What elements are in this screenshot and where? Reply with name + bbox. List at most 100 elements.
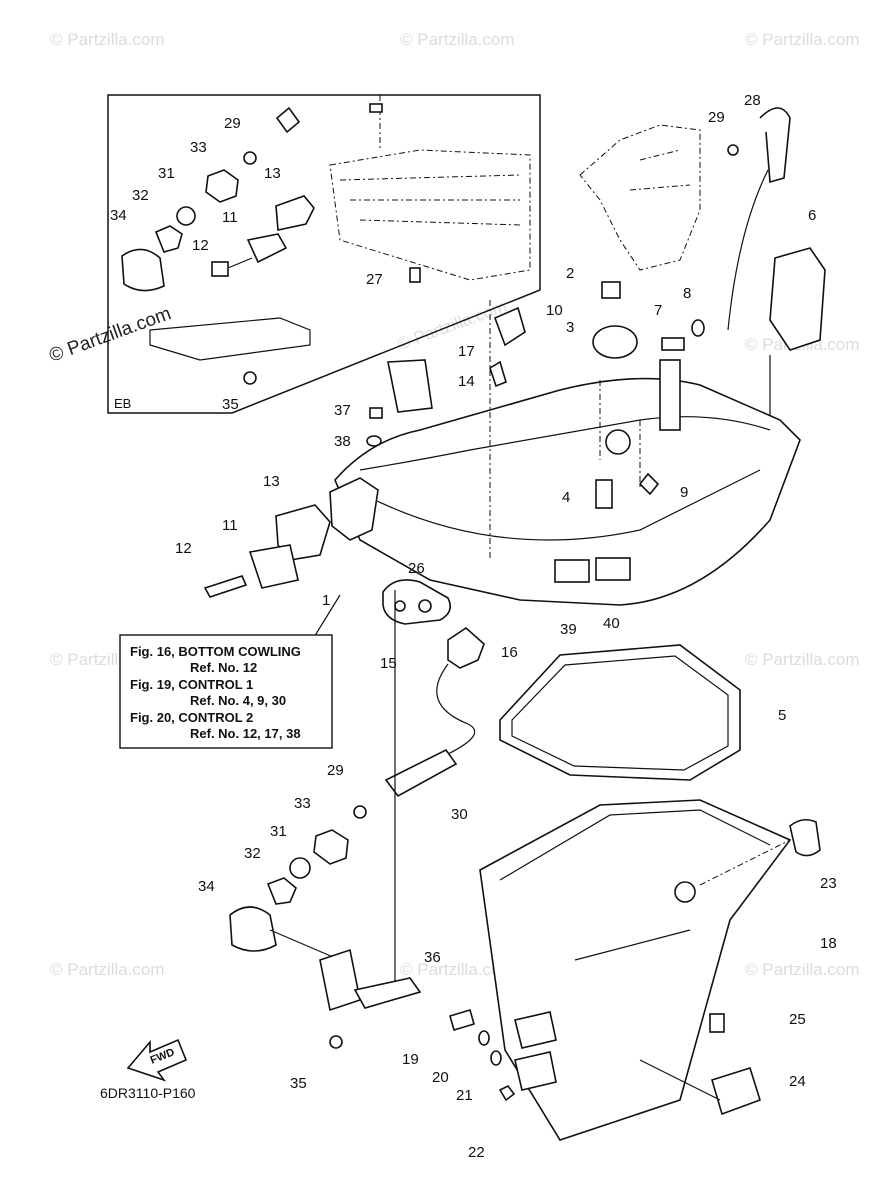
callout-25: 25 — [789, 1011, 806, 1028]
inset-eb: EB 29 33 13 31 32 34 11 12 27 35 — [107, 94, 541, 414]
bracket-icon — [329, 477, 379, 541]
clip-icon — [353, 805, 367, 819]
callout-33: 33 — [190, 139, 207, 156]
left-parts-middle: 13 11 12 1 — [175, 473, 341, 661]
callout-23: 23 — [820, 875, 837, 892]
callout-31: 31 — [158, 165, 175, 182]
callout-2: 2 — [566, 265, 574, 282]
callout-29: 29 — [224, 115, 241, 132]
label-icon — [554, 559, 590, 583]
bracket-icon — [319, 948, 361, 1012]
bushing-icon — [121, 248, 165, 292]
callout-35: 35 — [222, 396, 239, 413]
post-icon — [659, 359, 681, 431]
callout-32: 32 — [132, 187, 149, 204]
callout-12: 12 — [192, 237, 209, 254]
inset-bracket-sketch — [149, 317, 311, 361]
callout-8: 8 — [683, 285, 691, 302]
lock-nut-icon — [313, 829, 349, 865]
grommet-icon — [493, 306, 526, 347]
diagram-code: 6DR3110-P160 — [100, 1085, 196, 1101]
grommet-icon — [638, 472, 660, 496]
grommet-icon — [409, 267, 421, 283]
callout-11: 11 — [222, 209, 238, 226]
washer-icon — [289, 857, 311, 879]
callout-7: 7 — [654, 302, 662, 319]
bushing-icon — [229, 906, 277, 952]
callout-9: 9 — [680, 484, 688, 501]
plate-icon — [248, 544, 299, 589]
note-line: Ref. No. 12 — [190, 660, 257, 675]
hole-icon — [418, 599, 432, 613]
callout-39: 39 — [560, 621, 577, 638]
plate-icon — [246, 233, 288, 264]
callout-11: 11 — [222, 517, 238, 534]
callout-33: 33 — [294, 795, 311, 812]
callout-28: 28 — [744, 92, 761, 109]
bracket-icon — [275, 195, 315, 231]
washer-icon — [691, 319, 705, 337]
callout-21: 21 — [456, 1087, 473, 1104]
callout-3: 3 — [566, 319, 574, 336]
watermark-text: © Partzilla.com — [50, 30, 165, 49]
washer-icon — [478, 1030, 490, 1046]
callout-13: 13 — [263, 473, 280, 490]
callout-30: 30 — [451, 806, 468, 823]
plate-icon — [266, 877, 297, 905]
note-line: Fig. 20, CONTROL 2 — [130, 710, 253, 725]
callout-5: 5 — [778, 707, 786, 724]
callout-40: 40 — [603, 615, 620, 632]
grommet-icon — [789, 818, 821, 857]
lock-nut-icon — [205, 169, 239, 203]
callout-20: 20 — [432, 1069, 449, 1086]
callout-4: 4 — [562, 489, 570, 506]
nut-icon — [498, 1084, 516, 1102]
callout-34: 34 — [110, 207, 127, 224]
stud-icon — [595, 479, 613, 509]
callout-22: 22 — [468, 1144, 485, 1161]
callout-17: 17 — [458, 343, 475, 360]
hole-icon — [394, 600, 406, 612]
note-line: Ref. No. 4, 9, 30 — [190, 693, 286, 708]
bolt-icon — [203, 575, 248, 598]
callout-29: 29 — [708, 109, 725, 126]
gasket: 5 — [499, 644, 786, 781]
callout-10: 10 — [546, 302, 563, 319]
bottom-cowling: 2 3 4 6 7 8 9 10 17 14 37 38 26 39 40 — [329, 207, 816, 638]
screw-icon — [243, 371, 257, 385]
watermark-text: © Partzilla.com — [400, 30, 515, 49]
grommet-icon — [447, 626, 485, 669]
lower-cover: 18 23 25 24 — [479, 799, 837, 1141]
control-parts: 15 16 30 — [380, 579, 518, 1000]
fwd-arrow: FWD — [126, 1038, 188, 1082]
callout-26: 26 — [408, 560, 425, 577]
washer-icon — [366, 435, 382, 447]
watermark-text: © Partzilla.com — [745, 30, 860, 49]
engine-sketch: 29 28 — [579, 92, 791, 331]
callout-31: 31 — [270, 823, 287, 840]
nut-icon — [211, 261, 229, 277]
clip-icon — [514, 1011, 557, 1049]
callout-1: 1 — [322, 592, 330, 609]
clip-icon — [514, 1051, 557, 1091]
left-parts-lower: 29 33 31 32 34 36 35 — [198, 762, 441, 1092]
callout-35: 35 — [290, 1075, 307, 1092]
callout-27: 27 — [366, 271, 383, 288]
watermark-text: © Partzilla.com — [745, 650, 860, 669]
gasket-outer — [499, 644, 741, 781]
note-line: Fig. 19, CONTROL 1 — [130, 677, 253, 692]
callout-14: 14 — [458, 373, 475, 390]
bracket-icon — [387, 359, 433, 413]
callout-15: 15 — [380, 655, 397, 672]
note-line: Fig. 16, BOTTOM COWLING — [130, 644, 301, 659]
callout-32: 32 — [244, 845, 261, 862]
fwd-arrow-icon — [126, 1038, 188, 1082]
callout-12: 12 — [175, 540, 192, 557]
bolt-icon — [661, 337, 685, 351]
grommet-plate-icon — [382, 579, 451, 625]
callout-29: 29 — [327, 762, 344, 779]
watermark-text: © Partzilla.com — [400, 960, 515, 979]
washer-icon — [490, 1050, 502, 1066]
screw-icon — [709, 1013, 725, 1033]
plate-icon — [154, 225, 183, 253]
